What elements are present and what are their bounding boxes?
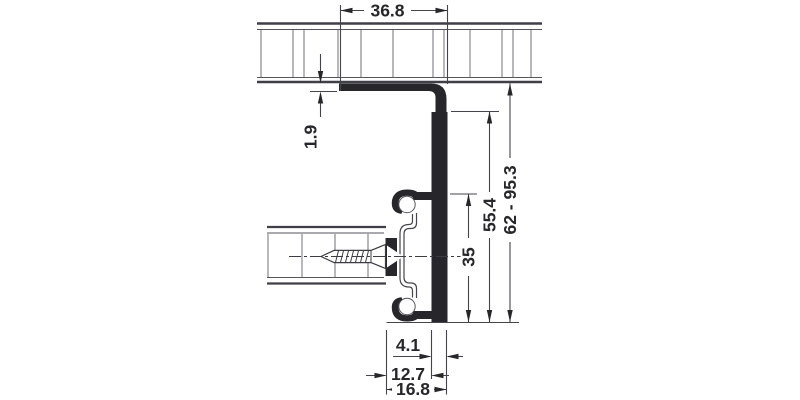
dim-label-mid-offset: 12.7 [391,364,425,384]
top-panel [257,22,542,84]
dim-bottom-group: 4.1 12.7 16.8 [366,330,463,399]
dim-label-back-offset: 4.1 [396,335,421,355]
top-panel-hatch [260,30,532,77]
dim-label-total-depth: 16.8 [396,379,430,399]
drawer-side-panel [267,225,386,285]
cabinet-rail [431,112,448,322]
mounting-bracket [339,83,448,322]
dim-vertical-group: 35 55.4 62 - 95.3 [386,83,520,324]
dim-top-width: 36.8 [339,1,449,91]
top-ball [398,195,416,214]
dim-label-rail-height: 55.4 [480,198,500,232]
dim-label-height-range: 62 - 95.3 [500,165,520,234]
dim-label-top-width: 36.8 [370,1,404,21]
drawer-panel-hatch [267,234,369,277]
bracket-flange [339,83,447,113]
slide-profile [385,189,433,322]
dim-label-flange-thickness: 1.9 [301,125,321,150]
bottom-ball [398,297,416,316]
bottom-lip [391,297,420,322]
dim-label-profile-height: 35 [459,247,479,267]
dim-flange-thickness: 1.9 [301,54,337,150]
inner-member-outline [403,213,418,298]
top-lip [391,189,420,214]
